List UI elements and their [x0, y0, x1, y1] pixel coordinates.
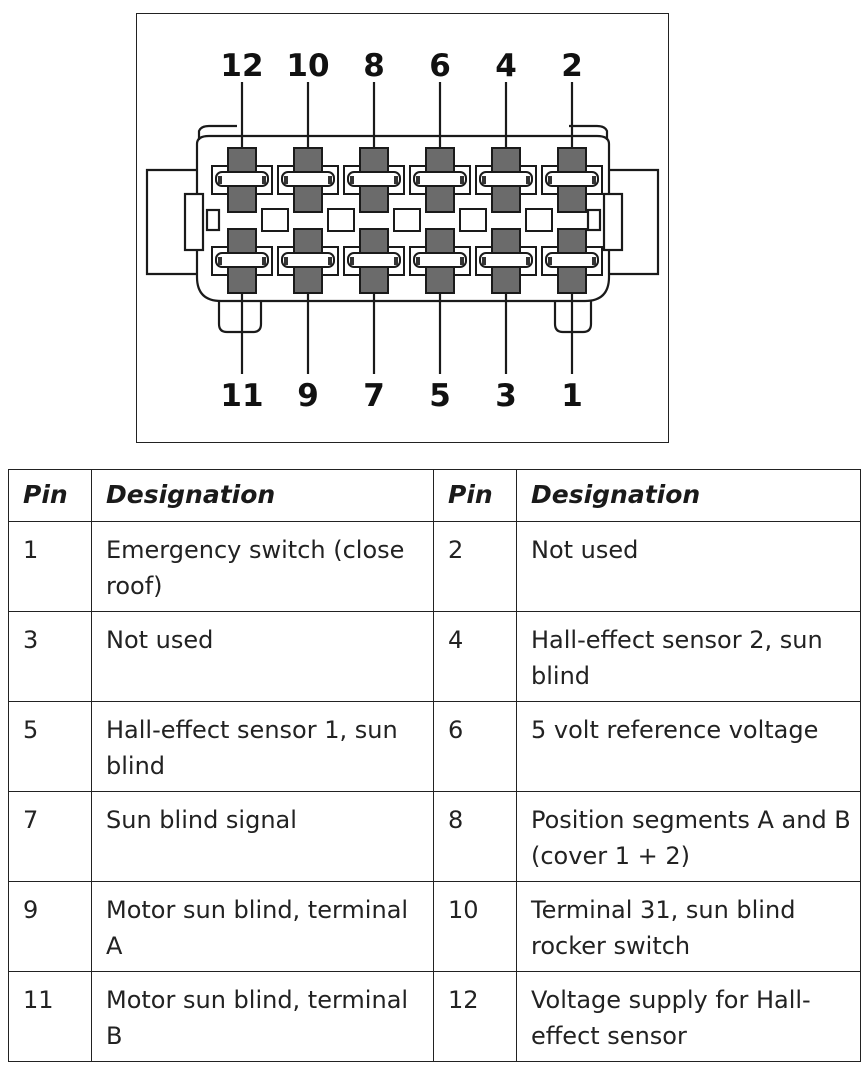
pin-cavity-4	[475, 147, 537, 213]
header-pin-right: Pin	[433, 469, 517, 522]
pin-number-label: 12	[220, 48, 263, 84]
top-left-clip	[197, 124, 237, 140]
designation-cell: Hall-effect sensor 1, sun blind	[91, 701, 434, 792]
pin-cell: 6	[433, 701, 517, 792]
pin-number-label: 11	[220, 378, 263, 414]
pin-number-label: 2	[561, 48, 583, 84]
pin-number-label: 8	[363, 48, 385, 84]
designation-cell: Voltage supply for Hall-effect sensor	[516, 971, 861, 1062]
designation-cell: Not used	[91, 611, 434, 702]
keying-window	[393, 208, 421, 232]
pin-cavity-2	[541, 147, 603, 213]
pin-cavity-7	[343, 228, 405, 294]
pin-cell: 12	[433, 971, 517, 1062]
left-slot	[205, 208, 221, 232]
pin-number-label: 4	[495, 48, 517, 84]
table-row: 1 Emergency switch (close roof) 2 Not us…	[8, 521, 861, 612]
table-row: 9 Motor sun blind, terminal A 10 Termina…	[8, 881, 861, 972]
left-tab	[183, 192, 205, 252]
connector-housing	[195, 134, 611, 303]
pin-cell: 7	[8, 791, 92, 882]
table-row: 3 Not used 4 Hall-effect sensor 2, sun b…	[8, 611, 861, 702]
pin-cell: 3	[8, 611, 92, 702]
pin-cavity-10	[277, 147, 339, 213]
designation-cell: Motor sun blind, terminal B	[91, 971, 434, 1062]
pin-cell: 4	[433, 611, 517, 702]
keying-window	[525, 208, 553, 232]
pin-cavity-1	[541, 228, 603, 294]
pin-number-label: 1	[561, 378, 583, 414]
designation-cell: Position segments A and B (cover 1 + 2)	[516, 791, 861, 882]
designation-cell: Sun blind signal	[91, 791, 434, 882]
pin-cavity-5	[409, 228, 471, 294]
table-row: 11 Motor sun blind, terminal B 12 Voltag…	[8, 971, 861, 1062]
designation-cell: Terminal 31, sun blind rocker switch	[516, 881, 861, 972]
designation-cell: Motor sun blind, terminal A	[91, 881, 434, 972]
pin-number-label: 3	[495, 378, 517, 414]
bottom-left-latch	[217, 301, 263, 334]
left-flange	[145, 168, 197, 276]
pin-cell: 10	[433, 881, 517, 972]
keying-window	[327, 208, 355, 232]
connector-diagram: 12 11 10 9 8 7 6 5 4 3 2 1	[136, 13, 669, 443]
pin-number-label: 9	[297, 378, 319, 414]
designation-cell: 5 volt reference voltage	[516, 701, 861, 792]
pin-cell: 2	[433, 521, 517, 612]
keying-window	[261, 208, 289, 232]
pin-cell: 5	[8, 701, 92, 792]
pin-cell: 11	[8, 971, 92, 1062]
pin-cavity-9	[277, 228, 339, 294]
pin-cavity-11	[211, 228, 273, 294]
pin-cavity-3	[475, 228, 537, 294]
keying-window	[459, 208, 487, 232]
pin-cavity-12	[211, 147, 273, 213]
pin-number-label: 5	[429, 378, 451, 414]
right-slot	[586, 208, 602, 232]
pin-cavity-8	[343, 147, 405, 213]
table-row: 5 Hall-effect sensor 1, sun blind 6 5 vo…	[8, 701, 861, 792]
table-header-row: Pin Designation Pin Designation	[8, 469, 861, 522]
pin-number-label: 6	[429, 48, 451, 84]
header-designation-right: Designation	[516, 469, 861, 522]
pin-cell: 8	[433, 791, 517, 882]
right-flange	[609, 168, 660, 276]
header-designation-left: Designation	[91, 469, 434, 522]
pin-cell: 9	[8, 881, 92, 972]
connector-drawing: 12 11 10 9 8 7 6 5 4 3 2 1	[145, 48, 660, 414]
pin-cell: 1	[8, 521, 92, 612]
top-right-clip	[569, 124, 609, 140]
pin-number-label: 10	[286, 48, 329, 84]
designation-cell: Hall-effect sensor 2, sun blind	[516, 611, 861, 702]
pin-number-label: 7	[363, 378, 385, 414]
table-row: 7 Sun blind signal 8 Position segments A…	[8, 791, 861, 882]
header-pin-left: Pin	[8, 469, 92, 522]
right-tab	[602, 192, 624, 252]
designation-cell: Emergency switch (close roof)	[91, 521, 434, 612]
designation-cell: Not used	[516, 521, 861, 612]
pin-assignment-table: Pin Designation Pin Designation 1 Emerge…	[8, 469, 861, 1062]
pin-cavity-6	[409, 147, 471, 213]
